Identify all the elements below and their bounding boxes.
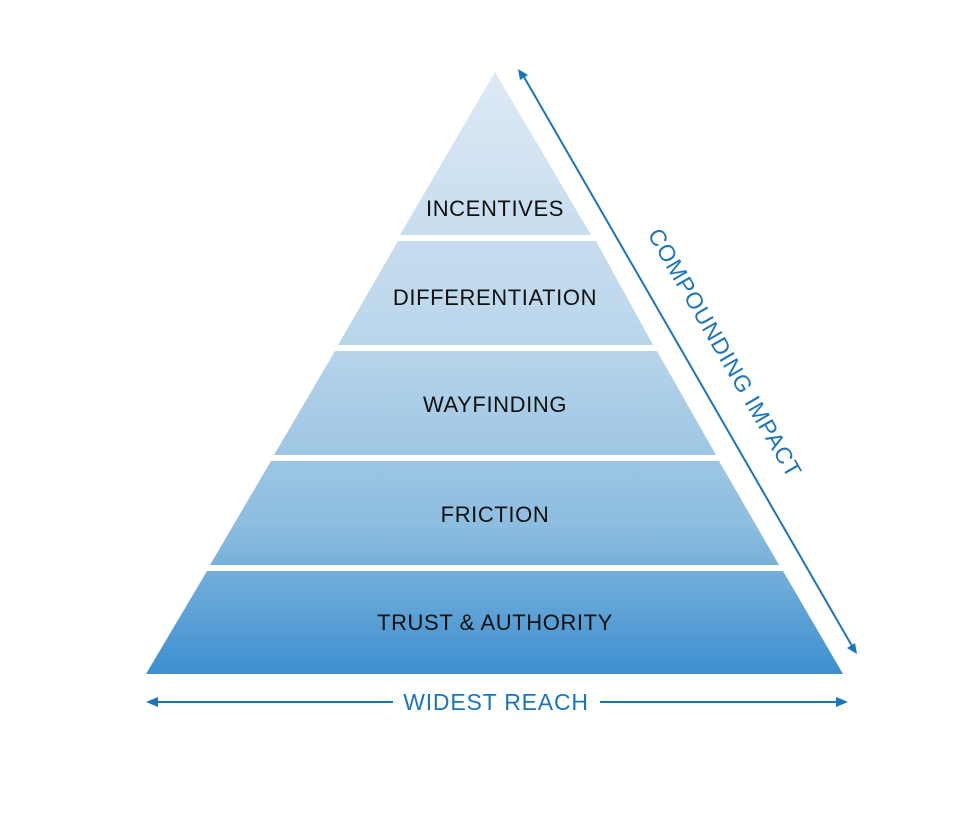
tier-incentives [400, 72, 591, 235]
arrowhead-up-icon [518, 69, 528, 80]
tier-differentiation [338, 241, 653, 345]
arrowhead-left-icon [146, 697, 158, 707]
tier-label-friction: FRICTION [441, 502, 550, 527]
tier-label-differentiation: DIFFERENTIATION [393, 285, 597, 310]
tier-label-incentives: INCENTIVES [426, 196, 564, 221]
tier-label-wayfinding: WAYFINDING [423, 392, 567, 417]
tier-label-trust-authority: TRUST & AUTHORITY [377, 610, 613, 635]
compounding-impact-arrow [518, 69, 857, 654]
tier-friction [210, 461, 779, 565]
widest-reach-arrow [146, 697, 848, 707]
widest-reach-label: WIDEST REACH [403, 689, 589, 715]
tier-wayfinding [274, 351, 716, 455]
arrowhead-right-icon [836, 697, 848, 707]
arrowhead-down-icon [847, 643, 857, 654]
tier-trust-authority [146, 571, 843, 674]
